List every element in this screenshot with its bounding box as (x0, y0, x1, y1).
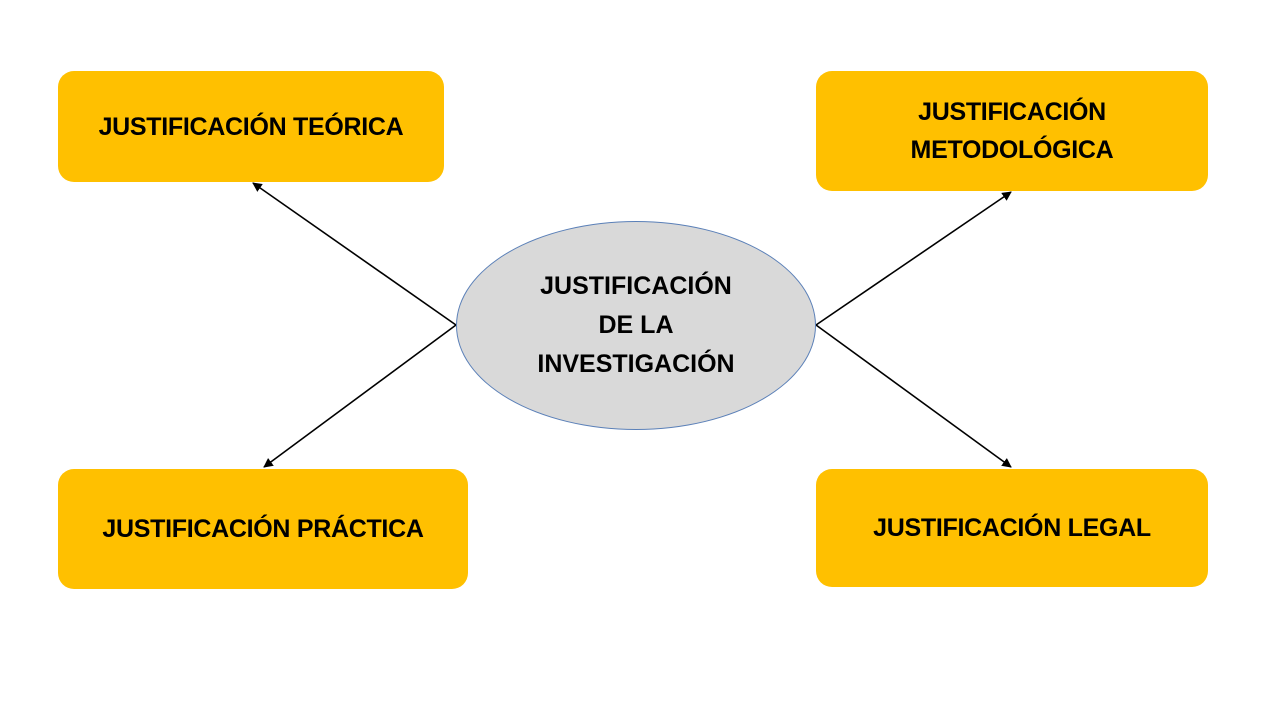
arrow-to-metodologica (815, 191, 1012, 326)
box-justificacion-legal: JUSTIFICACIÓN LEGAL (816, 469, 1208, 587)
box-label-practica: JUSTIFICACIÓN PRÁCTICA (102, 515, 424, 543)
center-ellipse: JUSTIFICACIÓN DE LA INVESTIGACIÓN (456, 221, 816, 430)
arrow-to-teorica (252, 182, 457, 326)
arrow-to-practica (263, 324, 457, 468)
box-justificacion-practica: JUSTIFICACIÓN PRÁCTICA (58, 469, 468, 589)
box-label-metodologica: JUSTIFICACIÓN METODOLÓGICA (910, 98, 1114, 164)
box-justificacion-teorica: JUSTIFICACIÓN TEÓRICA (58, 71, 444, 182)
box-label-legal: JUSTIFICACIÓN LEGAL (873, 514, 1151, 542)
box-label-teorica: JUSTIFICACIÓN TEÓRICA (98, 112, 404, 141)
arrow-to-legal (815, 324, 1012, 468)
center-label: JUSTIFICACIÓN DE LA INVESTIGACIÓN (537, 272, 735, 378)
box-justificacion-metodologica: JUSTIFICACIÓN METODOLÓGICA (816, 71, 1208, 191)
